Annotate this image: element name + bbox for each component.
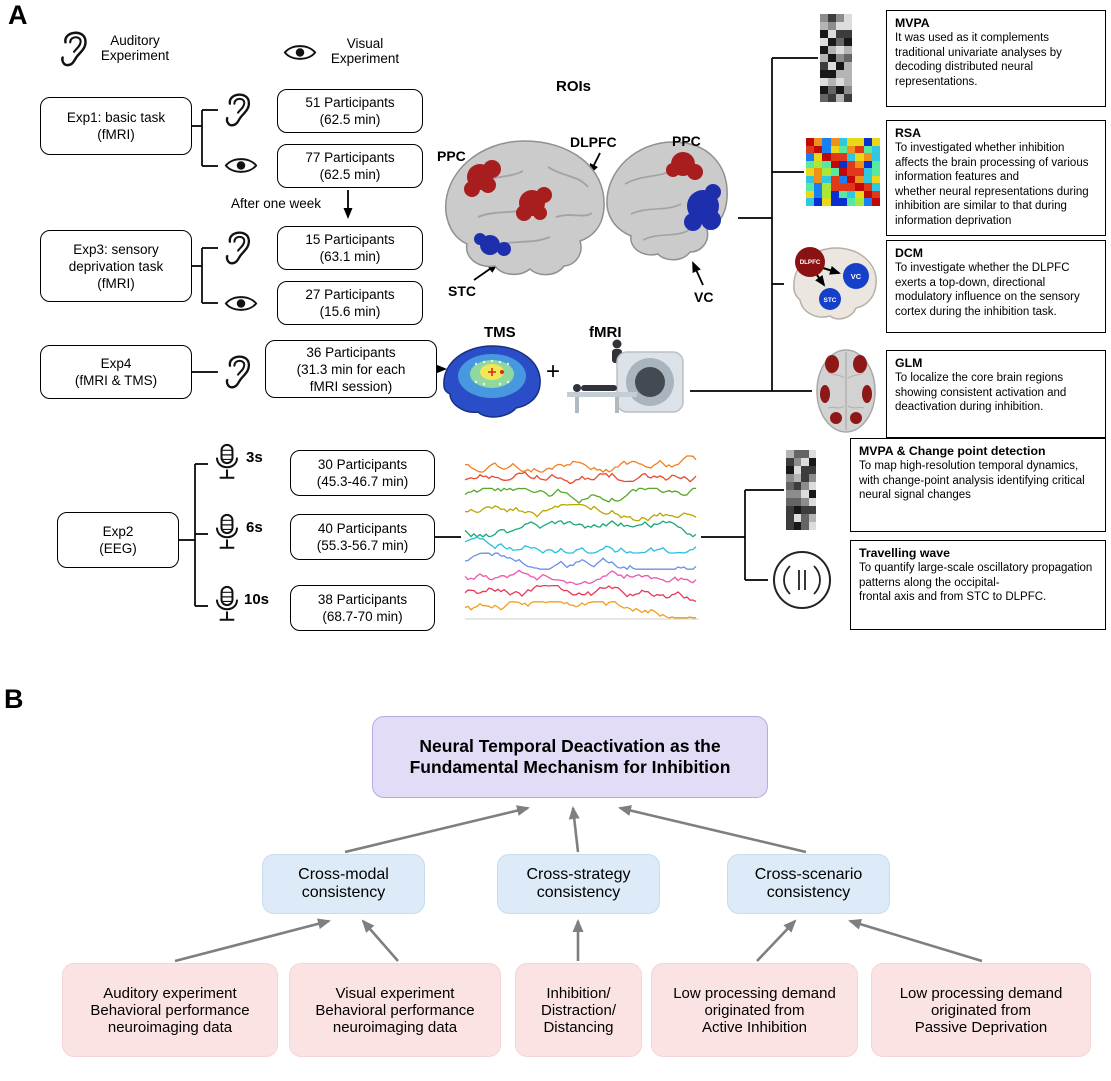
microphone-icon [210,513,244,555]
duration-label-10s: 10s [244,591,270,608]
dcm-node-label: DLPFC [800,259,821,266]
eye-icon [224,293,258,314]
visual-legend: Visual Experiment [330,36,400,66]
exp2-box: Exp2 (EEG) [57,512,179,568]
conclusion-box: Neural Temporal Deactivation as the Fund… [372,716,768,798]
method-title: Travelling wave [859,546,950,560]
dcm-node-vc [843,263,869,289]
exp3-box: Exp3: sensory deprivation task (fMRI) [40,230,192,302]
tms-brain-image [443,345,541,418]
dcm-node-dlpfc [795,247,825,277]
roi-label-stc: STC [448,283,476,299]
eye-icon [283,42,317,63]
evidence-box-strategies: Inhibition/ Distraction/ Distancing [515,963,642,1057]
method-desc: To investigated whether inhibition affec… [895,142,1089,227]
glm-method-box: GLM To localize the core brain regions s… [886,350,1106,438]
evidence-box-visual: Visual experiment Behavioral performance… [289,963,501,1057]
panel-a-label: A [8,0,28,30]
participant-box-exp1-auditory: 51 Participants (62.5 min) [277,89,423,133]
microphone-icon [210,443,244,485]
rsa-matrix-image [806,138,880,206]
tms-grid-dots [474,359,510,386]
roi-dlpfc-patch [516,187,552,221]
method-title: MVPA & Change point detection [859,444,1046,458]
ear-icon [55,26,93,72]
travelling-wave-method-box: Travelling wave To quantify large-scale … [850,540,1106,630]
cross-scenario-box: Cross-scenario consistency [727,854,890,914]
method-desc: To quantify large-scale oscillatory prop… [859,562,1093,604]
method-desc: To map high-resolution temporal dynamics… [859,460,1085,502]
roi-label-vc: VC [694,289,714,305]
mvpa-matrix-image [786,450,816,530]
panel-b-label: B [4,684,24,714]
rsa-method-box: RSA To investigated whether inhibition a… [886,120,1106,236]
method-title: MVPA [895,16,930,30]
roi-ppc-left-patch [464,160,501,197]
glm-activation-patches [820,355,872,424]
ear-icon [220,350,256,394]
rois-title: ROIs [556,78,592,95]
method-title: RSA [895,126,921,140]
duration-label-6s: 6s [246,519,263,536]
participant-box-eeg-10s: 38 Participants (68.7-70 min) [290,585,435,631]
glm-brain-image [816,349,876,433]
brain-left-image [445,140,605,276]
auditory-legend: Auditory Experiment [100,33,170,63]
method-desc: It was used as it complements traditiona… [895,32,1062,88]
roi-label-ppc-right: PPC [672,133,701,149]
travelling-wave-icon [773,551,831,609]
mri-scanner-image [567,339,684,413]
dcm-node-stc [819,288,841,310]
roi-label-ppc-left: PPC [437,148,466,164]
mvpa-method-box: MVPA It was used as it complements tradi… [886,10,1106,107]
microphone-icon [210,585,244,627]
method-desc: To investigate whether the DLPFC exerts … [895,262,1080,318]
ear-icon [220,226,256,270]
evidence-box-auditory: Auditory experiment Behavioral performan… [62,963,278,1057]
tms-label: TMS [484,324,516,341]
method-title: DCM [895,246,924,260]
participant-box-exp4: 36 Participants (31.3 min for each fMRI … [265,340,437,398]
ear-icon [220,88,256,132]
evidence-box-passive-deprivation: Low processing demand originated from Pa… [871,963,1091,1057]
participant-box-eeg-3s: 30 Participants (45.3-46.7 min) [290,450,435,496]
participant-box-exp1-visual: 77 Participants (62.5 min) [277,144,423,188]
after-one-week-label: After one week [231,196,322,211]
cpd-method-box: MVPA & Change point detection To map hig… [850,438,1106,532]
roi-stc-patch [474,233,511,256]
plus-sign: + [546,358,561,385]
duration-label-3s: 3s [246,449,263,466]
tms-target-marker [488,368,496,376]
exp1-box: Exp1: basic task (fMRI) [40,97,192,155]
cross-strategy-box: Cross-strategy consistency [497,854,660,914]
fmri-label: fMRI [589,324,622,341]
participant-box-exp3-auditory: 15 Participants (63.1 min) [277,226,423,270]
eye-icon [224,155,258,176]
dcm-method-box: DCM To investigate whether the DLPFC exe… [886,240,1106,333]
roi-label-dlpfc: DLPFC [570,134,617,150]
method-desc: To localize the core brain regions showi… [895,372,1067,414]
brain-right-image [606,141,728,261]
participant-box-exp3-visual: 27 Participants (15.6 min) [277,281,423,325]
dcm-diagram-image: DLPFC VC STC [793,247,877,320]
dcm-node-label: VC [851,272,862,281]
cross-modal-box: Cross-modal consistency [262,854,425,914]
eeg-traces-image [464,455,699,620]
exp4-box: Exp4 (fMRI & TMS) [40,345,192,399]
roi-vc-patch [684,184,721,231]
evidence-box-active-inhibition: Low processing demand originated from Ac… [651,963,858,1057]
mvpa-matrix-image [820,14,852,102]
roi-ppc-right-patch [666,152,703,180]
participant-box-eeg-6s: 40 Participants (55.3-56.7 min) [290,514,435,560]
method-title: GLM [895,356,923,370]
dcm-node-label: STC [824,297,837,304]
